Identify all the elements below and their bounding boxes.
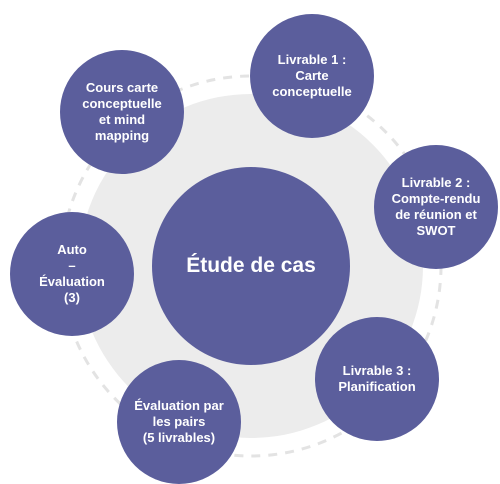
node-auto-evaluation: Auto – Évaluation (3)	[10, 212, 134, 336]
node-livrable-3: Livrable 3 : Planification	[315, 317, 439, 441]
node-auto-evaluation-label: Auto – Évaluation (3)	[39, 242, 105, 305]
center-node-label: Étude de cas	[186, 254, 316, 277]
node-livrable-1-label: Livrable 1 : Carte conceptuelle	[272, 52, 352, 99]
node-cours-carte-conceptuelle: Cours carte conceptuelle et mind mapping	[60, 50, 184, 174]
node-livrable-1: Livrable 1 : Carte conceptuelle	[250, 14, 374, 138]
node-livrable-3-label: Livrable 3 : Planification	[338, 363, 416, 394]
center-node-etude-de-cas: Étude de cas	[152, 167, 350, 365]
node-evaluation-par-les-pairs: Évaluation par les pairs (5 livrables)	[117, 360, 241, 484]
node-evaluation-pairs-label: Évaluation par les pairs (5 livrables)	[134, 398, 224, 445]
node-livrable-2-label: Livrable 2 : Compte-rendu de réunion et …	[391, 175, 481, 238]
node-livrable-2: Livrable 2 : Compte-rendu de réunion et …	[374, 145, 498, 269]
node-cours-label: Cours carte conceptuelle et mind mapping	[82, 80, 162, 143]
